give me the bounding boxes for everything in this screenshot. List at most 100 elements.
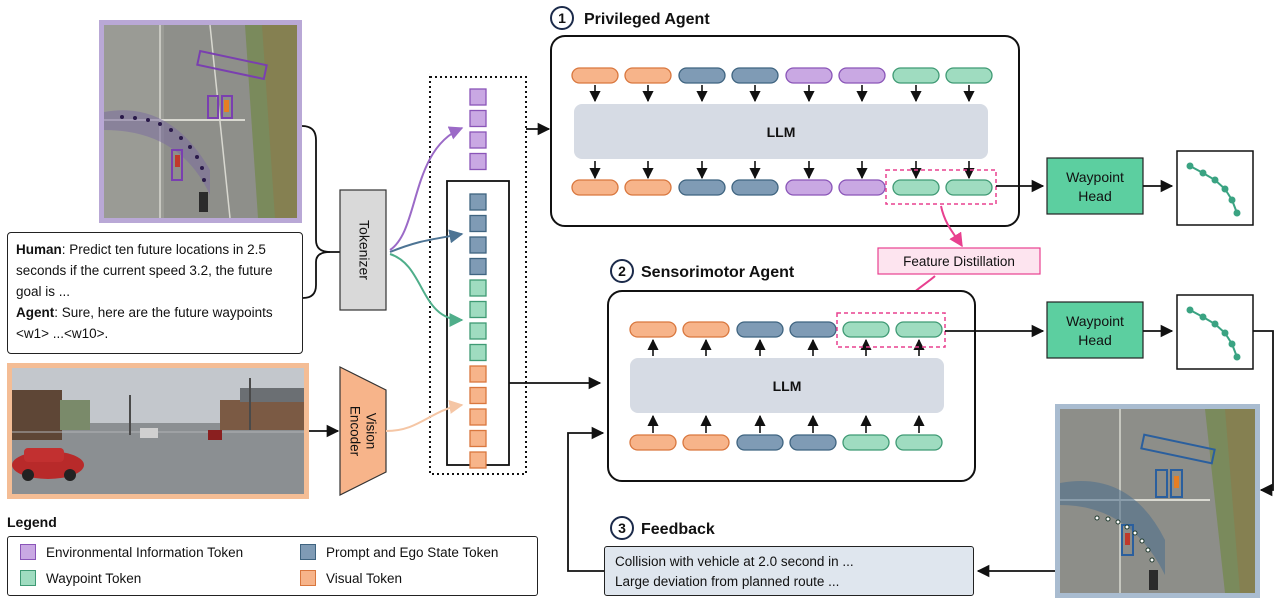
token-pill: [571, 179, 619, 196]
legend-label-waypoint: Waypoint Token: [46, 570, 142, 586]
token-pill: [842, 321, 890, 338]
token-pill: [736, 321, 784, 338]
token-pill: [678, 67, 726, 84]
feedback-line-1: Collision with vehicle at 2.0 second in …: [615, 554, 854, 569]
token-pill: [789, 321, 837, 338]
token-pill: [785, 179, 833, 196]
token-square: [469, 322, 487, 340]
vision-encoder-block: Vision Encoder: [339, 366, 387, 496]
waypoint-head-label-2: Head: [1078, 332, 1111, 348]
token-pill: [838, 67, 886, 84]
legend-item-environmental: Environmental Information Token: [20, 544, 243, 560]
sensorimotor-waypoint-output: [1176, 294, 1254, 370]
legend-item-visual: Visual Token: [300, 570, 402, 586]
front-camera-image: [7, 363, 309, 499]
tokenizer-label: Tokenizer: [356, 220, 372, 280]
waypoint-head-label-2: Head: [1078, 188, 1111, 204]
token-pill: [624, 67, 672, 84]
privileged-llm-label: LLM: [767, 124, 796, 140]
token-square: [469, 386, 487, 405]
vision-encoder-label-2: Encoder: [347, 406, 362, 457]
legend-label-prompt: Prompt and Ego State Token: [326, 544, 499, 560]
sensorimotor-agent: 2 Sensorimotor Agent LLM: [607, 259, 976, 482]
token-square: [469, 88, 487, 106]
token-pill: [629, 321, 677, 338]
token-pill: [629, 434, 677, 451]
feedback-line-2: Large deviation from planned route ...: [615, 574, 840, 589]
privileged-agent-number: 1: [558, 10, 566, 26]
legend-box: Environmental Information Token Prompt a…: [7, 536, 538, 596]
legend-label-environmental: Environmental Information Token: [46, 544, 244, 560]
feature-distillation-label-box: Feature Distillation: [877, 247, 1041, 275]
agent-speaker: Agent: [16, 305, 55, 320]
token-pill: [892, 67, 940, 84]
legend-swatch-orange: [300, 570, 316, 586]
agent-text: : Sure, here are the future waypoints <w…: [16, 305, 273, 341]
token-square: [469, 131, 487, 149]
token-square: [469, 109, 487, 128]
legend-item-prompt: Prompt and Ego State Token: [300, 544, 498, 560]
dialog-box: Human: Predict ten future locations in 2…: [7, 232, 303, 354]
waypoint-head-label-1: Waypoint: [1066, 313, 1124, 329]
token-sequence-frame: [429, 76, 527, 475]
legend-swatch-purple: [20, 544, 36, 560]
token-pill: [842, 434, 890, 451]
token-square: [469, 236, 487, 254]
privileged-agent: 1 Privileged Agent LLM: [550, 6, 1020, 227]
token-column: [469, 88, 487, 469]
token-pill: [731, 179, 779, 196]
token-square: [469, 451, 487, 469]
privileged-agent-title: Privileged Agent: [584, 11, 710, 28]
token-pill: [945, 179, 993, 196]
human-speaker: Human: [16, 242, 62, 257]
bev-image-simulation: [1055, 404, 1260, 598]
token-pill: [895, 321, 943, 338]
sensorimotor-distill-highlight: [836, 312, 946, 348]
legend-swatch-blue: [300, 544, 316, 560]
feedback-title: Feedback: [641, 521, 715, 538]
token-pill: [892, 179, 940, 196]
token-pill: [731, 67, 779, 84]
token-square: [469, 257, 487, 276]
tokenizer-block: Tokenizer: [339, 189, 387, 311]
token-square: [469, 279, 487, 297]
sensorimotor-waypoint-head: Waypoint Head: [1046, 301, 1144, 359]
token-square: [469, 408, 487, 426]
feedback-number: 3: [618, 520, 626, 536]
legend-label-visual: Visual Token: [326, 570, 403, 586]
privileged-distill-highlight: [885, 169, 997, 205]
sensorimotor-agent-title: Sensorimotor Agent: [641, 264, 795, 281]
legend-swatch-green: [20, 570, 36, 586]
token-square: [469, 343, 487, 362]
vision-encoder-label-1: Vision: [363, 413, 378, 450]
token-square: [469, 193, 487, 211]
token-pill: [682, 434, 730, 451]
privileged-waypoint-head: Waypoint Head: [1046, 157, 1144, 215]
token-pill: [736, 434, 784, 451]
token-square: [469, 214, 487, 233]
token-pill: [945, 67, 993, 84]
token-pill: [682, 321, 730, 338]
feature-distillation-label: Feature Distillation: [903, 254, 1015, 269]
token-square: [469, 429, 487, 448]
legend-item-waypoint: Waypoint Token: [20, 570, 141, 586]
token-pill: [895, 434, 943, 451]
bev-image-privileged: [99, 20, 302, 223]
sensorimotor-agent-number: 2: [618, 263, 626, 279]
token-square: [469, 152, 487, 171]
waypoint-dots: [120, 115, 206, 182]
sensorimotor-llm-label: LLM: [773, 378, 802, 394]
token-square: [469, 300, 487, 319]
token-pill: [789, 434, 837, 451]
legend-title: Legend: [7, 514, 57, 530]
human-text: : Predict ten future locations in 2.5 se…: [16, 242, 273, 299]
token-square: [469, 365, 487, 383]
token-pill: [785, 67, 833, 84]
privileged-waypoint-output: [1176, 150, 1254, 226]
token-pill: [624, 179, 672, 196]
feedback-box: Collision with vehicle at 2.0 second in …: [604, 546, 974, 596]
feedback-header: 3 Feedback: [610, 516, 715, 540]
token-pill: [571, 67, 619, 84]
token-pill: [838, 179, 886, 196]
